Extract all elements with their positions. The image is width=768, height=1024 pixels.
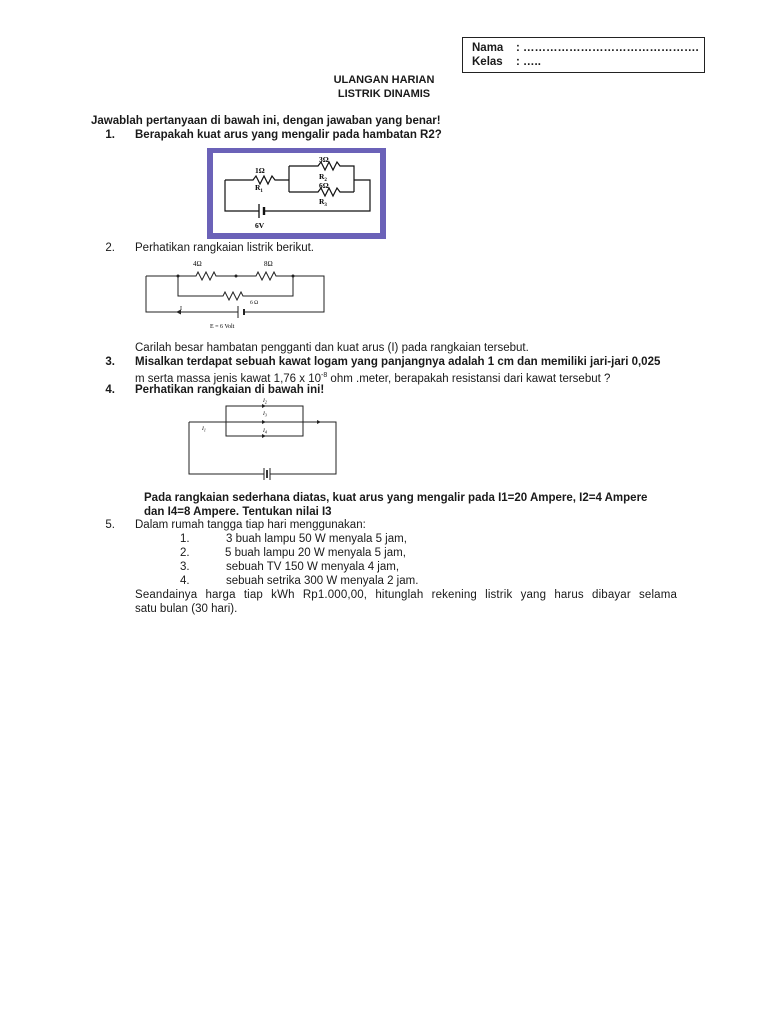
circuit-diagram-3: I1 I2 I3 I4 — [188, 398, 337, 480]
r-top-right-value: 8Ω — [264, 260, 273, 268]
question-number: 3. — [105, 356, 115, 368]
list-item: 2.5 buah lampu 20 W menyala 5 jam, — [180, 547, 406, 559]
question-number: 4. — [105, 384, 115, 396]
instruction: Jawablah pertanyaan di bawah ini, dengan… — [91, 115, 441, 127]
i4-label: I4 — [262, 428, 267, 435]
r-top-left-value: 4Ω — [193, 260, 202, 268]
list-item: 1.3 buah lampu 50 W menyala 5 jam, — [180, 533, 407, 545]
battery-label: 6V — [255, 221, 265, 230]
r3-label: R3 — [319, 197, 327, 208]
r3-value: 6Ω — [319, 181, 329, 190]
question-text: Berapakah kuat arus yang mengalir pada h… — [135, 129, 442, 141]
class-label: Kelas — [472, 56, 503, 68]
question-5-text-1: Seandainya harga tiap kWh Rp1.000,00, hi… — [135, 589, 677, 601]
list-item: 3.sebuah TV 150 W menyala 4 jam, — [180, 561, 400, 573]
i3-label: I3 — [262, 411, 267, 418]
circuit-diagram-2: 4Ω 8Ω 6 Ω I E = 6 Volt — [145, 260, 325, 330]
class-field: : ….. — [516, 56, 541, 68]
question-number: 1. — [105, 129, 115, 141]
r1-value: 1Ω — [255, 166, 265, 175]
identity-box: Nama : ………………………………………. Kelas : ….. — [462, 37, 705, 73]
question-text: Misalkan terdapat sebuah kawat logam yan… — [135, 356, 661, 368]
name-label: Nama — [472, 42, 504, 54]
question-4-text-2: dan I4=8 Ampere. Tentukan nilai I3 — [144, 506, 332, 518]
page-title: ULANGAN HARIAN — [333, 74, 435, 86]
question-2-task: Carilah besar hambatan pengganti dan kua… — [135, 342, 529, 354]
list-item: 4.sebuah setrika 300 W menyala 2 jam. — [180, 575, 419, 587]
question-text: Perhatikan rangkaian di bawah ini! — [135, 384, 325, 396]
question-2: 2. Perhatikan rangkaian listrik berikut. — [95, 241, 314, 255]
name-field: : ………………………………………. — [516, 42, 699, 54]
question-text: Perhatikan rangkaian listrik berikut. — [135, 242, 314, 254]
circuit-figure-1: 1Ω R1 3Ω R2 6Ω R3 6V — [207, 148, 386, 239]
question-5-text-2: satu bulan (30 hari). — [135, 603, 238, 615]
emf-label: E = 6 Volt — [210, 324, 235, 330]
r2-label: R2 — [319, 172, 327, 183]
r2-value: 3Ω — [319, 155, 329, 164]
current-label: I — [180, 306, 182, 312]
r1-label: R1 — [255, 183, 263, 194]
question-3: 3. Misalkan terdapat sebuah kawat logam … — [95, 355, 660, 369]
question-text: Dalam rumah tangga tiap hari menggunakan… — [135, 519, 366, 531]
question-5: 5. Dalam rumah tangga tiap hari mengguna… — [95, 518, 366, 532]
r-bottom-value: 6 Ω — [250, 300, 258, 306]
question-number: 2. — [105, 242, 115, 254]
page-subtitle: LISTRIK DINAMIS — [337, 88, 431, 100]
circuit-diagram-1: 1Ω R1 3Ω R2 6Ω R3 6V — [213, 153, 380, 233]
question-1: 1. Berapakah kuat arus yang mengalir pad… — [95, 128, 442, 142]
question-4-text-1: Pada rangkaian sederhana diatas, kuat ar… — [144, 492, 648, 504]
question-number: 5. — [105, 519, 115, 531]
i1-label: I1 — [201, 426, 206, 433]
i2-label: I2 — [262, 398, 267, 405]
question-3-line-2: m serta massa jenis kawat 1,76 x 10-8 oh… — [135, 372, 611, 385]
question-4: 4. Perhatikan rangkaian di bawah ini! — [95, 383, 324, 397]
